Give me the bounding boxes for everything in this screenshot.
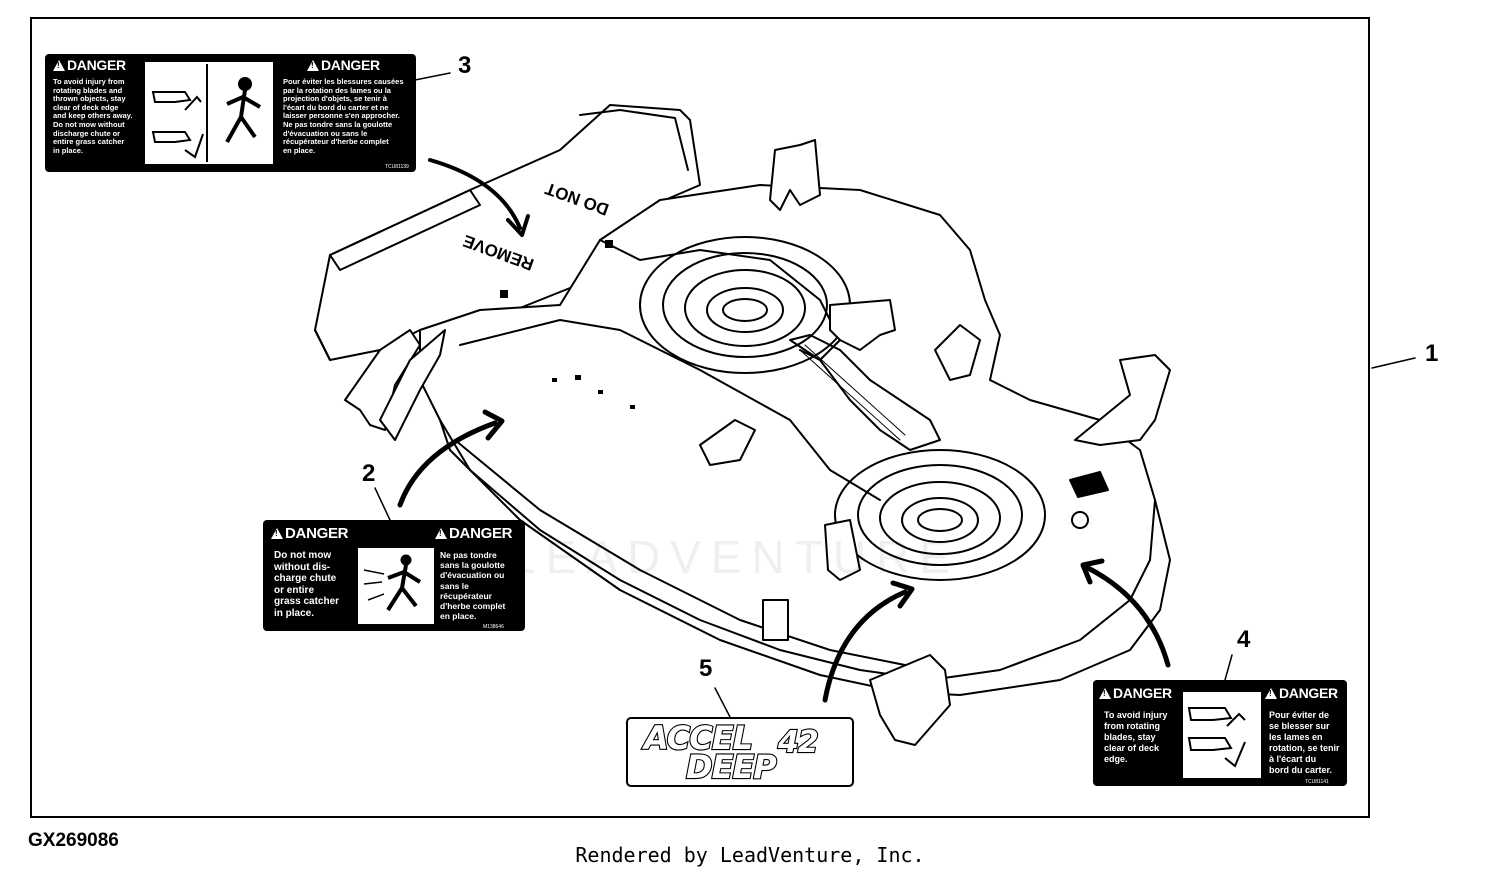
arrow-5 [822,589,908,703]
label4-pictogram [1183,692,1261,778]
label4-right-text: Pour éviter de se blesser sur les lames … [1269,710,1340,775]
label3-left-heading: DANGER [53,57,126,73]
decal-deep-text: DEEP [685,747,778,787]
leader-2 [374,487,391,521]
label2-part-code: M138646 [483,624,504,630]
deck-outline [419,184,1156,681]
lower-spindle [834,449,1046,581]
front-bracket-left [344,329,421,431]
thrown-object-hazard-icon [363,554,422,612]
warning-triangle-icon [307,60,319,71]
callout-5: 5 [699,655,713,682]
label4-right-heading: DANGER [1265,685,1338,701]
accel-deep-decal: ACCEL 42 DEEP [626,717,854,787]
leader-1 [1371,357,1416,369]
label4-left-text: To avoid injury from rotating blades, st… [1104,710,1168,764]
callout-3: 3 [458,52,472,79]
callout-2: 2 [362,460,376,487]
blade-edge-hazard-icon [1187,707,1246,768]
label2-pictogram [358,548,434,624]
blade-hazard-icon [151,64,262,162]
rear-gauge-wheel-bracket [869,654,951,746]
top-hanger [829,299,896,351]
arrow-4 [1085,565,1171,668]
leader-5 [714,687,731,718]
label3-left-text: To avoid injury from rotating blades and… [53,77,133,155]
arrow-2 [397,420,498,508]
label3-right-heading: DANGER [307,57,380,73]
label3-part-code: TCU81139 [385,164,409,170]
warning-triangle-icon [435,528,447,539]
leader-4 [1224,654,1233,681]
front-bracket-right [824,519,861,581]
warning-triangle-icon [271,528,283,539]
danger-label-4: DANGER To avoid injury from rotating bla… [1093,680,1347,786]
danger-label-2: DANGER Do not mow without dis- charge ch… [263,520,525,631]
decal-accel-text: ACCEL [643,718,754,758]
label2-right-text: Ne pas tondre sans la goulotte d'évacuat… [440,550,506,622]
callout-4: 4 [1237,626,1251,653]
diagram-frame [30,17,1370,818]
label2-left-heading: DANGER [271,525,349,542]
label2-right-heading: DANGER [435,525,513,542]
callout-1: 1 [1425,340,1439,367]
label4-part-code: TCU81141 [1305,779,1329,785]
footer-credit: Rendered by LeadVenture, Inc. [575,843,925,867]
label2-left-text: Do not mow without dis- charge chute or … [274,550,340,619]
warning-triangle-icon [53,60,65,71]
label3-right-text: Pour éviter les blessures causées par la… [283,77,404,155]
label3-pictogram [145,62,273,164]
warning-triangle-icon [1265,688,1277,699]
leader-3 [414,72,451,81]
figure-id: GX269086 [28,830,119,851]
label4-left-heading: DANGER [1099,685,1172,701]
side-bracket [1074,354,1171,446]
decal-number: 42 [777,724,820,761]
danger-label-3: DANGER To avoid injury from rotating bla… [45,54,416,172]
warning-triangle-icon [1099,688,1111,699]
arrow-3 [428,158,522,230]
watermark-text: LEADVENTURE [510,531,960,583]
rear-bracket [769,139,821,211]
